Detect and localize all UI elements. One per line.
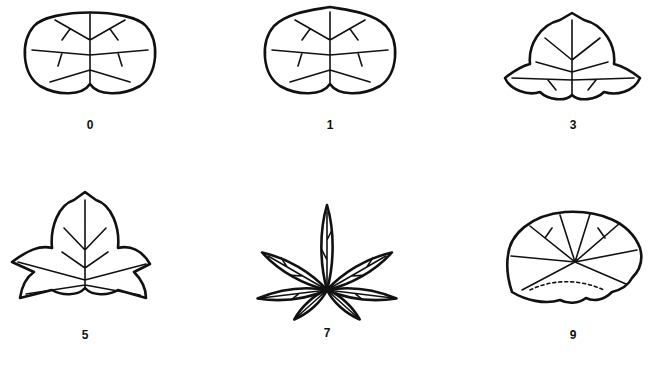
leaf-drawing — [505, 13, 640, 99]
callout-number: 5 — [82, 329, 89, 341]
leaf-drawing — [265, 7, 395, 93]
callout-number: 0 — [87, 119, 94, 131]
callout-number: 7 — [324, 327, 331, 339]
leaf-drawing — [257, 205, 397, 322]
callout-number: 9 — [570, 329, 577, 341]
leaf-drawing — [12, 192, 150, 298]
leaf-drawing — [507, 212, 641, 303]
callout-number: 3 — [570, 119, 577, 131]
callout-number: 1 — [327, 119, 334, 131]
leaf-drawing — [25, 13, 155, 94]
